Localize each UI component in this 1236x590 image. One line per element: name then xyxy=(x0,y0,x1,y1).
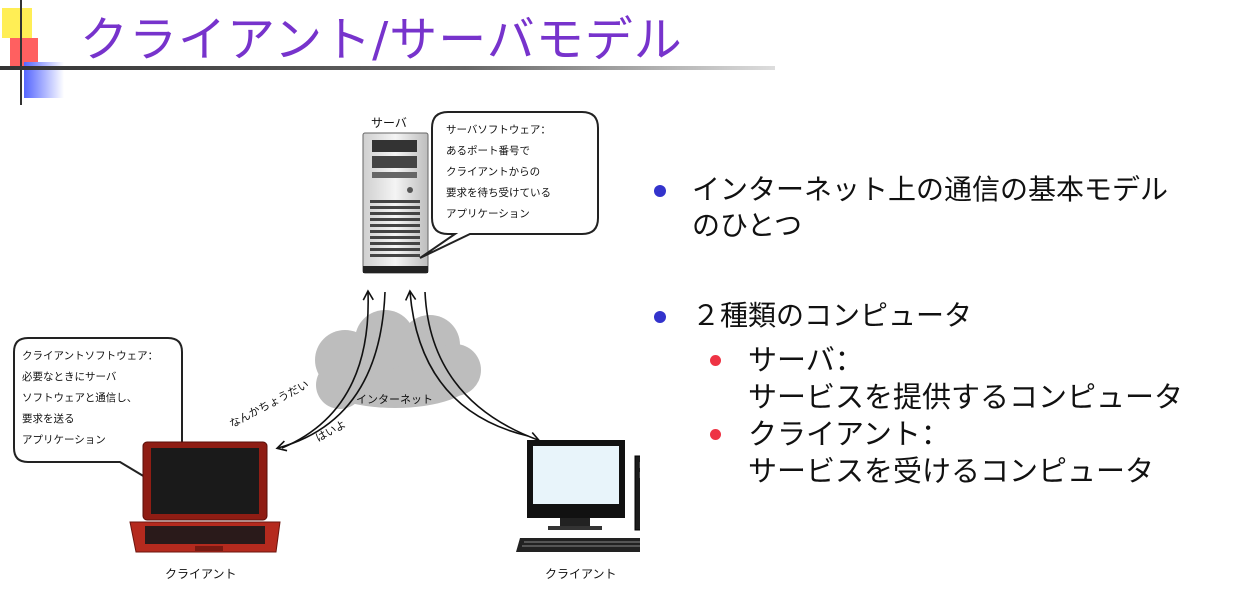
sub-bullet-dot-icon xyxy=(710,429,721,440)
client-server-diagram: なんかちょうだい はいよ インターネット xyxy=(13,111,640,553)
server-bubble-line: 要求を待ち受けている xyxy=(446,187,551,199)
server-bubble-line: サーバソフトウェア： xyxy=(446,124,551,136)
bullet-dot-icon xyxy=(654,311,666,323)
response-arrow xyxy=(275,291,386,452)
bullet-dot-icon xyxy=(654,185,666,197)
bullet-item: インターネット上の通信の基本モデル のひとつ xyxy=(650,172,1230,244)
response-arrow-desktop xyxy=(424,291,541,443)
client-bubble-line: クライアントソフトウェア： xyxy=(22,350,159,362)
client-bubble-line: ソフトウェアと通信し、 xyxy=(22,392,138,404)
server-bubble-line: クライアントからの xyxy=(446,166,541,178)
desktop-computer-icon xyxy=(516,440,640,552)
server-label: サーバ xyxy=(371,116,407,130)
client-bubble-line: アプリケーション xyxy=(22,434,106,446)
client-bubble-text: クライアントソフトウェア： 必要なときにサーバ ソフトウェアと通信し、 要求を送… xyxy=(22,346,158,451)
server-speech-bubble xyxy=(419,111,599,259)
laptop-icon xyxy=(129,441,281,553)
server-bubble-line: あるポート番号で xyxy=(446,145,530,157)
server-bubble-text: サーバソフトウェア： あるポート番号で クライアントからの 要求を待ち受けている… xyxy=(446,120,551,225)
sub-bullet-dot-icon xyxy=(710,355,721,366)
bullet-item: ２種類のコンピュータ xyxy=(650,298,1230,334)
request-arrow xyxy=(281,289,374,449)
server-icon xyxy=(362,132,429,274)
desktop-client-label: クライアント xyxy=(545,567,617,581)
yellow-square xyxy=(2,8,32,38)
request-label: なんかちょうだい xyxy=(227,378,311,431)
bullet-text-line: インターネット上の通信の基本モデル xyxy=(692,173,1169,206)
bullet-list: インターネット上の通信の基本モデル のひとつ ２種類のコンピュータ サーバ： サ… xyxy=(650,172,1230,490)
bullet-text-line: のひとつ xyxy=(692,209,803,242)
sub-bullet-text-line: サービスを提供するコンピュータ xyxy=(748,380,1184,414)
sub-bullet-text-line: クライアント： xyxy=(748,417,950,451)
vertical-line xyxy=(20,0,22,105)
sub-bullet-text-line: サーバ： xyxy=(748,343,864,377)
bullet-text-line: ２種類のコンピュータ xyxy=(692,299,973,332)
sub-bullet-item: サーバ： サービスを提供するコンピュータ xyxy=(650,342,1230,416)
sub-bullet-text-line: サービスを受けるコンピュータ xyxy=(748,454,1155,488)
laptop-client-label: クライアント xyxy=(165,567,237,581)
sub-bullet-item: クライアント： サービスを受けるコンピュータ xyxy=(650,416,1230,490)
page-title: クライアント/サーバモデル xyxy=(80,12,683,68)
title-underline xyxy=(0,66,775,70)
client-bubble-line: 要求を送る xyxy=(22,413,75,425)
client-bubble-line: 必要なときにサーバ xyxy=(22,371,117,383)
internet-cloud-icon xyxy=(315,310,481,409)
request-arrow-desktop xyxy=(404,289,529,437)
server-bubble-line: アプリケーション xyxy=(446,208,530,220)
internet-label: インターネット xyxy=(356,393,433,406)
